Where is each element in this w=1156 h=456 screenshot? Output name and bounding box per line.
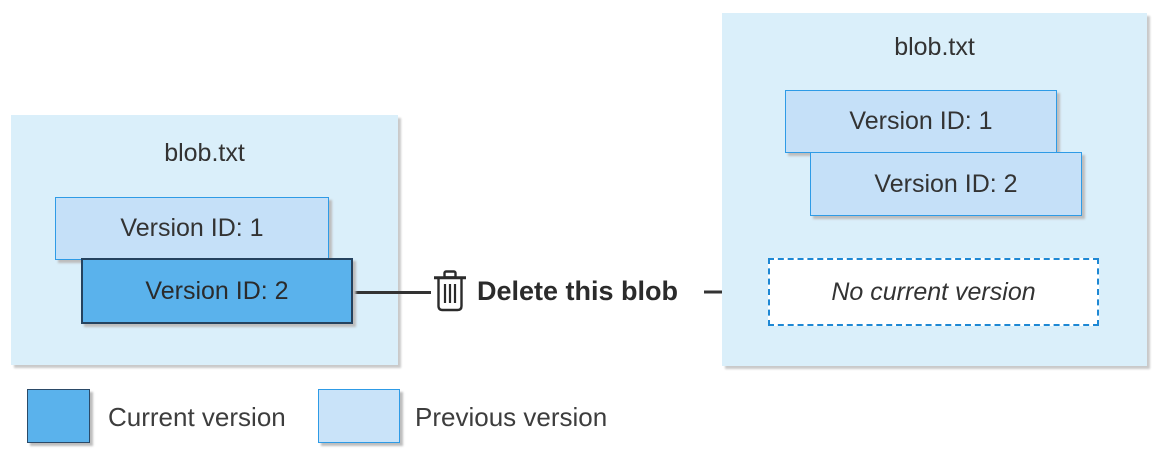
version-box-2-before: Version ID: 2 (81, 258, 353, 324)
version-label: Version ID: 1 (120, 214, 264, 242)
legend-label-current-version: Current version (108, 402, 286, 432)
version-box-1-after: Version ID: 1 (785, 90, 1057, 153)
no-current-version-label: No current version (831, 277, 1036, 306)
legend-swatch-current-version (27, 389, 90, 443)
trash-icon (432, 270, 468, 312)
version-label: Version ID: 1 (849, 107, 993, 135)
version-label: Version ID: 2 (874, 169, 1018, 198)
version-box-2-after: Version ID: 2 (810, 152, 1082, 216)
action-label: Delete this blob (477, 276, 679, 306)
version-box-1-before: Version ID: 1 (55, 197, 329, 260)
connector-line (353, 291, 431, 294)
blob-name-after: blob.txt (894, 33, 975, 61)
version-label: Version ID: 2 (145, 276, 289, 305)
legend-label-previous-version: Previous version (415, 402, 608, 432)
blob-name-before: blob.txt (164, 139, 245, 167)
legend-swatch-previous-version (318, 389, 400, 443)
no-current-version-slot: No current version (768, 258, 1099, 326)
